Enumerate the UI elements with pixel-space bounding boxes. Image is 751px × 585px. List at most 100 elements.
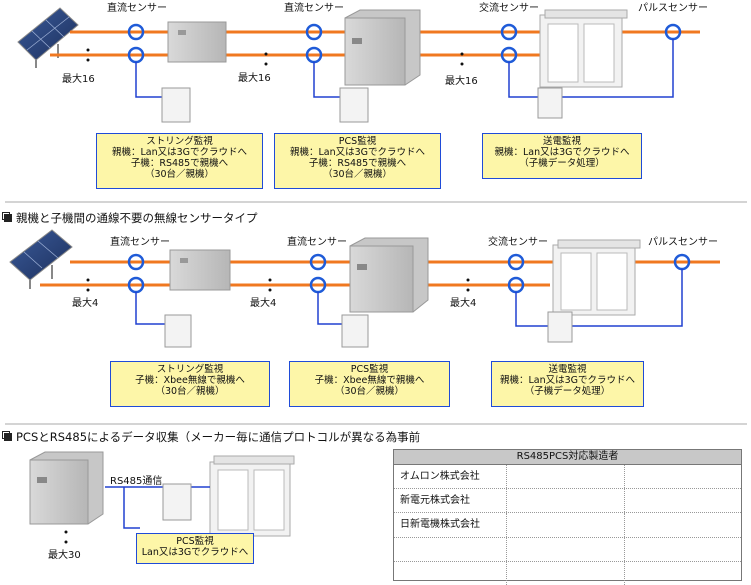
string-monitor-note: ストリング監視 親機：Lan又は3Gでクラウドへ 子機：RS485で親機へ （3…	[96, 133, 263, 189]
table-cell	[507, 489, 625, 513]
signal-line	[135, 62, 162, 98]
sensor-label: 直流センサー	[284, 3, 344, 14]
signal-line	[572, 269, 683, 327]
note-line: 子機：RS485で親機へ	[130, 158, 229, 169]
section-2-title: 親機と子機間の通線不要の無線センサータイプ	[0, 210, 258, 226]
note-line: 親機：Lan又は3Gでクラウドへ	[499, 375, 636, 386]
table-row: オムロン株式会社	[394, 465, 742, 490]
pcs-monitor-note: PCS監視 Lan又は3Gでクラウドへ	[136, 533, 254, 564]
table-row: 日新電機株式会社	[394, 513, 742, 538]
pcs-cabinet-icon	[344, 9, 421, 86]
max-count-label: 最大16	[62, 74, 95, 85]
table-cell: 日新電機株式会社	[394, 513, 507, 537]
table-header: RS485PCS対応製造者	[394, 450, 741, 465]
section-3-title: PCSとRS485によるデータ収集（メーカー毎に通信プロトコルが異なる為事前	[0, 429, 420, 445]
section-title-text: PCSとRS485によるデータ収集（メーカー毎に通信プロトコルが異なる為事前	[16, 430, 421, 444]
controller-unit-icon	[162, 483, 192, 521]
note-line: （30台／親機）	[334, 386, 405, 397]
note-line: 子機：Xbee無線で親機へ	[135, 375, 245, 386]
table-cell	[625, 465, 742, 488]
sensor-label: 直流センサー	[107, 3, 167, 14]
dc-sensor-ring	[305, 23, 323, 41]
note-line: 送電監視	[542, 136, 581, 147]
note-line: （30台／親機）	[155, 386, 225, 397]
max-count-label: 最大4	[250, 298, 277, 309]
note-line: Lan又は3Gでクラウドへ	[141, 547, 249, 558]
junction-box-icon	[169, 249, 231, 291]
note-line: PCS監視	[338, 136, 377, 147]
table-row: 新電元株式会社	[394, 489, 741, 514]
note-line: （子機データ処理）	[524, 386, 611, 397]
note-line: （子機データ処理）	[519, 158, 605, 169]
note-line: ストリング監視	[156, 364, 224, 375]
max-count-label: 最大30	[48, 550, 81, 561]
pcs-cabinet-icon	[349, 237, 429, 313]
section-3-diagram	[29, 451, 295, 544]
table-row	[394, 537, 741, 562]
table-cell	[507, 465, 625, 489]
note-line: 子機：Xbee無線で親機へ	[314, 375, 425, 386]
pcs-monitor-note: PCS監視 子機：Xbee無線で親機へ （30台／親機）	[289, 361, 450, 407]
switchgear-icon	[539, 9, 628, 88]
ac-sensor-ring	[500, 23, 518, 41]
max-count-label: 最大16	[238, 73, 271, 84]
sensor-label: パルスセンサー	[648, 237, 718, 248]
note-line: PCS監視	[176, 536, 214, 547]
sensor-label: 交流センサー	[479, 3, 539, 14]
bullet-icon	[4, 433, 12, 441]
controller-unit-icon	[161, 87, 191, 123]
table-row	[394, 561, 742, 585]
controller-unit-icon	[164, 314, 192, 348]
rs485-label: RS485通信	[110, 476, 163, 487]
section-1-diagram	[17, 7, 700, 123]
transmission-monitor-note: 送電監視 親機：Lan又は3Gでクラウドへ （子機データ処理）	[491, 361, 644, 407]
string-monitor-note: ストリング監視 子機：Xbee無線で親機へ （30台／親機）	[110, 361, 270, 407]
bullet-icon	[4, 214, 12, 222]
controller-unit-icon	[339, 87, 369, 123]
pcs-cabinet-icon	[29, 451, 104, 525]
note-line: 親機：Lan又は3Gでクラウドへ	[289, 147, 426, 158]
transmission-monitor-note: 送電監視 親機：Lan又は3Gでクラウドへ （子機データ処理）	[482, 133, 642, 179]
signal-line	[135, 292, 165, 325]
table-cell	[394, 561, 507, 585]
max-count-label: 最大4	[72, 298, 99, 309]
junction-box-icon	[167, 21, 227, 63]
note-line: ストリング監視	[146, 136, 213, 147]
controller-unit-icon	[547, 311, 573, 343]
signal-line	[313, 62, 340, 98]
table-cell	[625, 513, 742, 536]
note-line: 子機：RS485で親機へ	[308, 158, 407, 169]
max-count-label: 最大4	[450, 298, 477, 309]
ac-sensor-ring	[507, 253, 525, 271]
dc-sensor-ring	[127, 253, 145, 271]
signal-line	[317, 292, 342, 325]
table-cell: オムロン株式会社	[394, 465, 507, 489]
note-line: 送電監視	[548, 364, 587, 375]
table-cell	[507, 513, 625, 537]
signal-line	[515, 292, 548, 327]
table-cell	[625, 562, 742, 585]
signal-line	[123, 487, 140, 529]
note-line: 親機：Lan又は3Gでクラウドへ	[494, 147, 630, 158]
dc-sensor-ring	[127, 23, 145, 41]
switchgear-icon	[552, 239, 641, 316]
manufacturer-table: RS485PCS対応製造者 オムロン株式会社 新電元株式会社 日新電機株式会社	[393, 449, 742, 585]
solar-panel-icon	[9, 229, 73, 289]
sensor-label: 交流センサー	[488, 237, 548, 248]
table-cell	[394, 537, 507, 561]
note-line: PCS監視	[350, 364, 389, 375]
controller-unit-icon	[341, 314, 369, 348]
sensor-label: パルスセンサー	[638, 3, 708, 14]
signal-line	[508, 62, 538, 98]
note-line: （30台／親機）	[322, 169, 393, 180]
table-cell	[507, 537, 625, 561]
table-cell: 新電元株式会社	[394, 489, 507, 513]
pcs-monitor-note: PCS監視 親機：Lan又は3Gでクラウドへ 子機：RS485で親機へ （30台…	[274, 133, 441, 189]
controller-unit-icon	[537, 87, 563, 119]
note-line: 親機：Lan又は3Gでクラウドへ	[111, 147, 248, 158]
solar-panel-icon	[17, 7, 79, 68]
sensor-label: 直流センサー	[287, 237, 347, 248]
note-line: （30台／親機）	[144, 169, 215, 180]
switchgear-icon	[209, 455, 295, 537]
